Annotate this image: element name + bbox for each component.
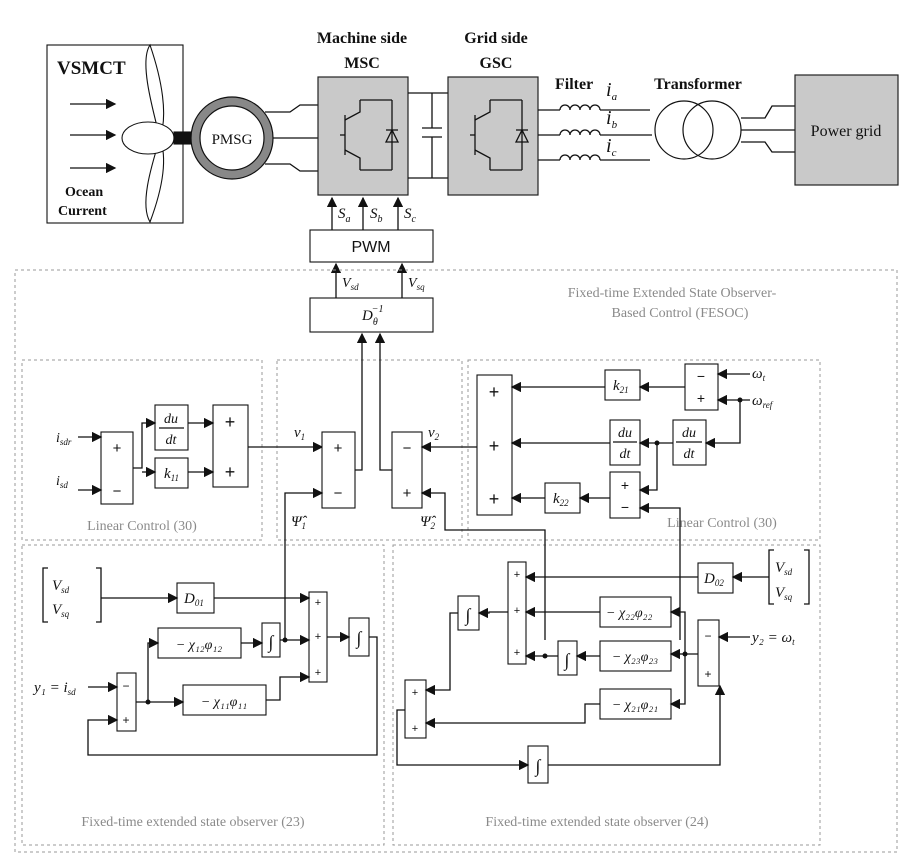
power-grid-label: Power grid [811,123,882,140]
omega-ref-label: ωref [752,393,774,410]
left-err-minus: − [122,679,129,693]
omega-t-label: ωt [752,366,766,383]
right-du1: du [618,426,632,441]
left-observer-caption: Fixed-time extended state observer (23) [81,815,304,830]
isd-label: isd [56,474,68,490]
chi23-label: − χ₂₃φ₂₃ [612,650,658,665]
right-bot-plus1: + [412,687,418,699]
left-out-plus2: + [225,462,236,482]
left-vsq: Vsq [52,602,70,619]
right-observer-caption: Fixed-time extended state observer (24) [485,815,708,830]
machine-side-label: Machine side [317,30,407,47]
left-err-plus: + [122,713,129,727]
chi12-label: − χ₁₂φ₁₂ [176,638,222,653]
grid-side-label: Grid side [464,30,528,47]
left-vsd: Vsd [52,578,70,595]
vsd-signal-label: Vsd [342,276,359,292]
left-sum-plus: + [113,440,122,457]
isdr-label: isdr [56,431,72,447]
ic-label: ic [606,135,617,159]
right-sum-low-minus: − [621,499,629,515]
sc-label: Sc [404,206,417,225]
gsc-label: GSC [480,55,513,72]
v1-label: ν1 [294,425,305,442]
filter-inductors [538,105,652,160]
y1-label: y₁ = isd [32,680,76,697]
chi21-label: − χ₂₁φ₂₁ [612,698,658,713]
middle-sum1-plus: + [334,440,343,457]
y2-label: y₂ = ωt [750,630,795,647]
right-linear-caption: Linear Control (30) [667,516,777,531]
right-err-minus: − [704,629,711,643]
right-sum3-plus2: + [489,436,500,456]
right-bot-plus2: + [412,723,418,735]
fesoc-title-line2: Based Control (FESOC) [612,306,749,321]
right-dt1: dt [620,447,632,462]
chi22-label: − χ₂₂φ₂₂ [606,606,652,621]
transformer-icon [655,101,741,159]
v2-label: ν2 [428,425,440,442]
left-obs-plus1: + [315,597,321,609]
right-vsd: Vsd [775,560,793,577]
vsmct-label: VSMCT [57,58,126,79]
right-sum3-plus1: + [489,382,500,402]
right-obs-plus3: + [514,647,520,659]
left-junction-dot1 [146,700,151,705]
right-junction-dot2 [683,652,688,657]
sa-label: Sa [338,206,351,225]
chi11-label: − χ₁₁φ₁₁ [201,695,247,710]
left-junction-dot2 [283,638,288,643]
left-sum-minus: − [113,483,122,500]
current-label: Current [58,204,107,219]
pwm-label: PWM [351,239,390,256]
right-du2: du [682,426,696,441]
ia-label: ia [606,79,618,103]
right-sum-omega-minus: − [697,368,705,384]
ocean-label: Ocean [65,185,103,200]
left-obs-plus2: + [315,631,321,643]
right-obs-plus2: + [514,605,520,617]
vsq-signal-label: Vsq [408,276,425,292]
middle-sum2-minus: − [403,440,412,457]
right-err-plus: + [704,667,711,681]
transformer-grid-wires [741,106,795,152]
transformer-label: Transformer [654,76,742,93]
left-obs-plus3: + [315,667,321,679]
right-junction-dot3 [738,398,743,403]
right-sum-low-plus: + [621,477,629,493]
right-junction-dot4 [655,441,660,446]
psi1-label: Ψ̂1 [291,514,308,531]
middle-sum1-minus: − [334,485,343,502]
right-obs-plus1: + [514,569,520,581]
right-dt2: dt [684,447,696,462]
dc-link-capacitor [408,93,448,178]
left-du: du [164,412,178,427]
middle-frame [277,360,462,540]
filter-label: Filter [555,76,593,93]
left-out-plus1: + [225,412,236,432]
right-junction-dot1 [543,654,548,659]
sb-label: Sb [370,206,383,225]
right-sum-omega-plus: + [697,390,705,406]
left-linear-caption: Linear Control (30) [87,519,197,534]
msc-label: MSC [344,55,380,72]
right-vsq: Vsq [775,585,793,602]
psi2-label: Ψ̂2 [420,514,437,531]
pmsg-label: PMSG [212,132,253,148]
fesoc-title-line1: Fixed-time Extended State Observer- [568,286,777,301]
right-sum3-plus3: + [489,489,500,509]
middle-sum2-plus: + [403,485,412,502]
left-dt: dt [166,433,178,448]
